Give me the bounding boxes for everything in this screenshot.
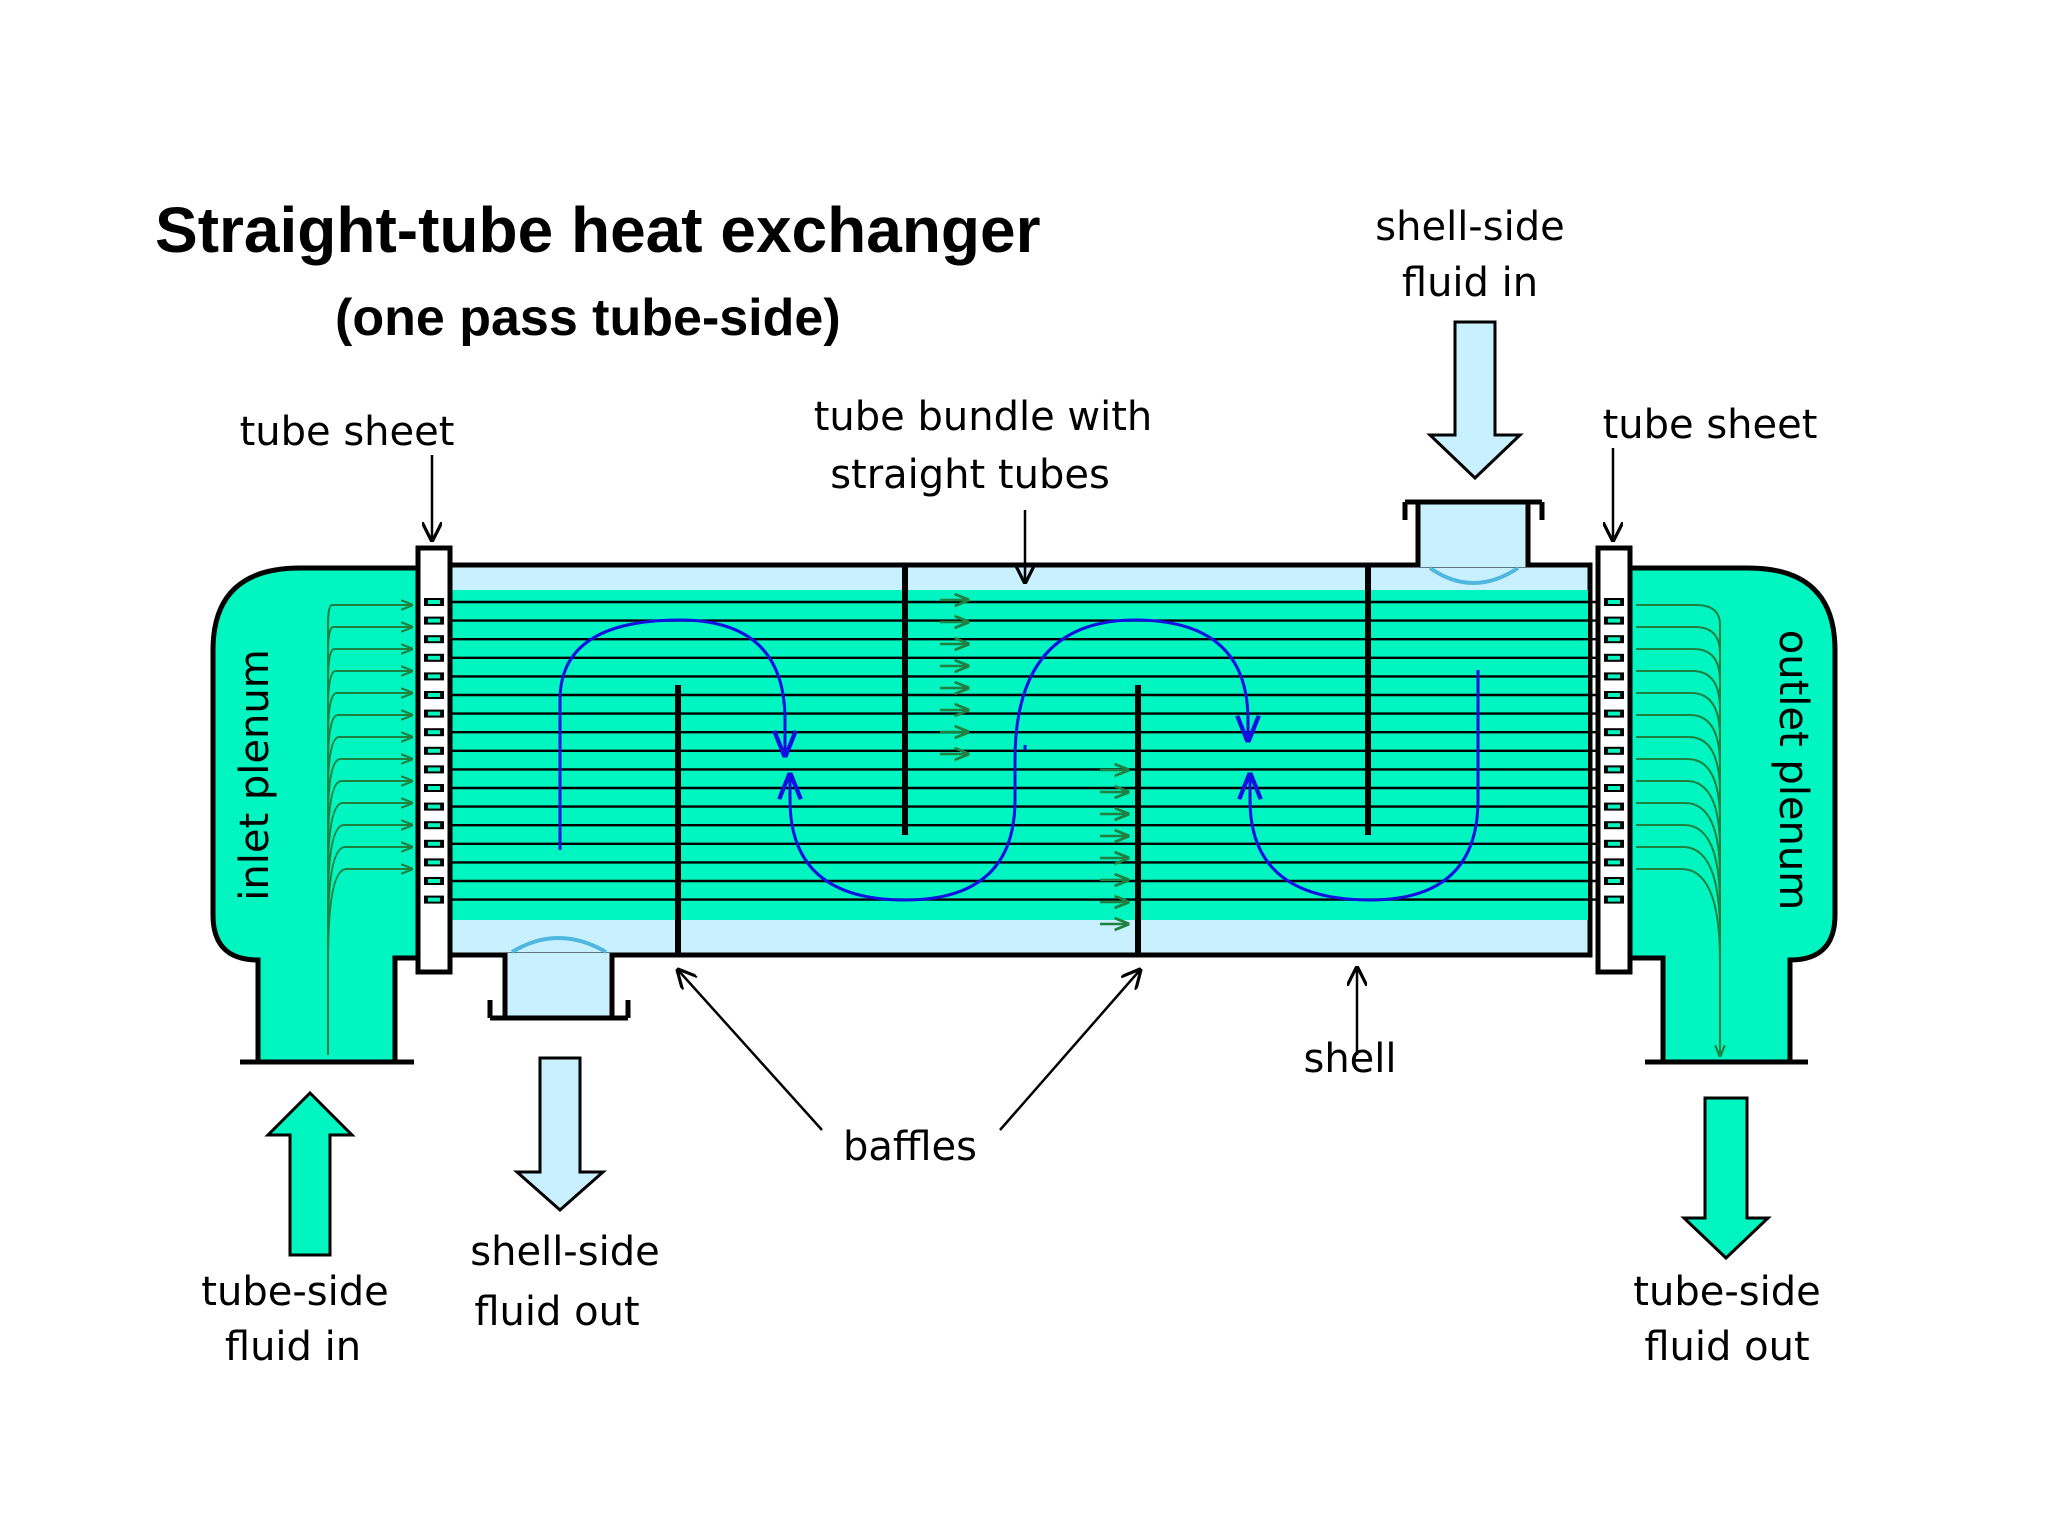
tube-sheet-hole-fill [1608,823,1620,828]
shell-flow-path [558,618,1480,902]
tube-sheet-hole-fill [428,674,440,679]
tube-sheet-hole-fill [1608,879,1620,883]
tube-in-arrow [264,1090,356,1257]
label-tube-in-2: fluid in [225,1324,361,1370]
label-shell-in-1: shell-side [1375,204,1564,250]
outlet-flow-arrow [1636,758,1721,1055]
tube-sheet-right [1595,545,1633,975]
tube-sheet-hole-fill [1608,711,1620,716]
outlet-flow-arrow [1636,648,1721,1055]
inlet-flow-arrow [327,649,412,1055]
diagram-subtitle: (one pass tube-side) [335,289,841,347]
label-tube-sheet-right: tube sheet [1603,402,1818,448]
outlet-flow-arrow [1636,846,1721,1055]
outlet-flow-arrow [1636,714,1721,1055]
outlet-flow-arrow [1636,780,1721,1055]
tube-sheet-hole-fill [428,860,440,865]
tube-sheet-hole-fill [1608,655,1620,660]
outlet-flow-arrow [1636,626,1721,1055]
tube-sheet-holes [424,598,1624,904]
inlet-plenum [210,565,421,1065]
tube-sheet-hole-fill [1608,841,1620,846]
inlet-flow-arrow [327,605,412,1055]
label-shell-out-1: shell-side [470,1229,659,1275]
plenum-flow-arrows [327,604,1721,1056]
tube-sheet-hole-fill [428,600,440,604]
tube-sheet-hole-fill [428,730,440,735]
label-tube-bundle-1: tube bundle with [814,394,1153,440]
tube-sheet-hole-fill [428,823,440,828]
label-tube-in-1: tube-side [201,1269,388,1315]
shell-in-arrow [1426,320,1524,481]
shell-inlet-meniscus [1428,566,1520,585]
tube-sheet-hole-fill [1608,860,1620,865]
shell-inlet-nozzle [1415,499,1531,567]
tube-sheet-hole-fill [428,748,440,753]
tube-out-arrow [1680,1096,1772,1261]
tube-sheet-hole-fill [1608,674,1620,679]
inlet-flow-arrow [327,693,412,1055]
tube-sheet-hole-fill [1608,730,1620,735]
label-baffles: baffles [843,1124,977,1170]
inlet-flow-arrow [327,671,412,1055]
label-shell-in-2: fluid in [1402,260,1538,306]
tube-sheet-hole-fill [428,693,440,697]
label-shell-out-2: fluid out [474,1289,639,1335]
tube-sheet-hole-fill [1608,804,1620,809]
tube-sheet-hole-fill [1608,786,1620,790]
tube-sheet-hole-fill [428,879,440,883]
outlet-flow-arrow [1636,802,1721,1055]
label-tube-out-2: fluid out [1644,1324,1809,1370]
tube-sheet-hole-fill [1608,897,1620,902]
outlet-flow-arrow [1636,692,1721,1055]
outlet-flow-arrow [1636,604,1721,1055]
inlet-flow-arrow [327,715,412,1055]
shell-out-arrow [513,1056,607,1213]
leader-lines [432,448,1613,1131]
tube-sheet-left [415,545,453,975]
tube-sheet-hole-fill [428,804,440,809]
label-shell: shell [1303,1036,1396,1082]
tube-sheet-hole-fill [428,767,440,772]
label-tube-out-1: tube-side [1633,1269,1820,1315]
tube-sheet-hole-fill [428,841,440,846]
outlet-flow-arrow [1636,868,1721,1055]
tube-sheet-hole-fill [428,618,440,623]
shell-outlet-meniscus [510,936,608,954]
inlet-flow-arrow [327,869,412,1055]
tube-sheet-hole-fill [428,637,440,642]
tube-sheet-hole-fill [1608,693,1620,697]
inlet-flow-arrow [327,627,412,1055]
tube-sheet-hole-fill [1608,748,1620,753]
outlet-flow-arrow [1636,824,1721,1055]
outlet-flow-arrow [1636,670,1721,1055]
tube-sheet-hole-fill [428,711,440,716]
outlet-flow-arrow [1636,736,1721,1055]
tube-sheet-hole-fill [1608,618,1620,623]
tube-sheet-hole-fill [1608,600,1620,604]
tube-sheet-hole-fill [1608,637,1620,642]
tube-sheet-hole-fill [1608,767,1620,772]
shell-outlet-nozzle [502,953,615,1021]
label-outlet-plenum: outlet plenum [1770,630,1816,910]
tube-sheet-hole-fill [428,786,440,790]
diagram-title: Straight-tube heat exchanger [155,194,1041,266]
tube-sheet-hole-fill [428,655,440,660]
label-inlet-plenum: inlet plenum [232,649,278,900]
label-tube-bundle-2: straight tubes [830,452,1110,498]
label-tube-sheet-left: tube sheet [240,409,455,455]
outlet-plenum [1627,565,1838,1065]
tube-sheet-hole-fill [428,897,440,902]
